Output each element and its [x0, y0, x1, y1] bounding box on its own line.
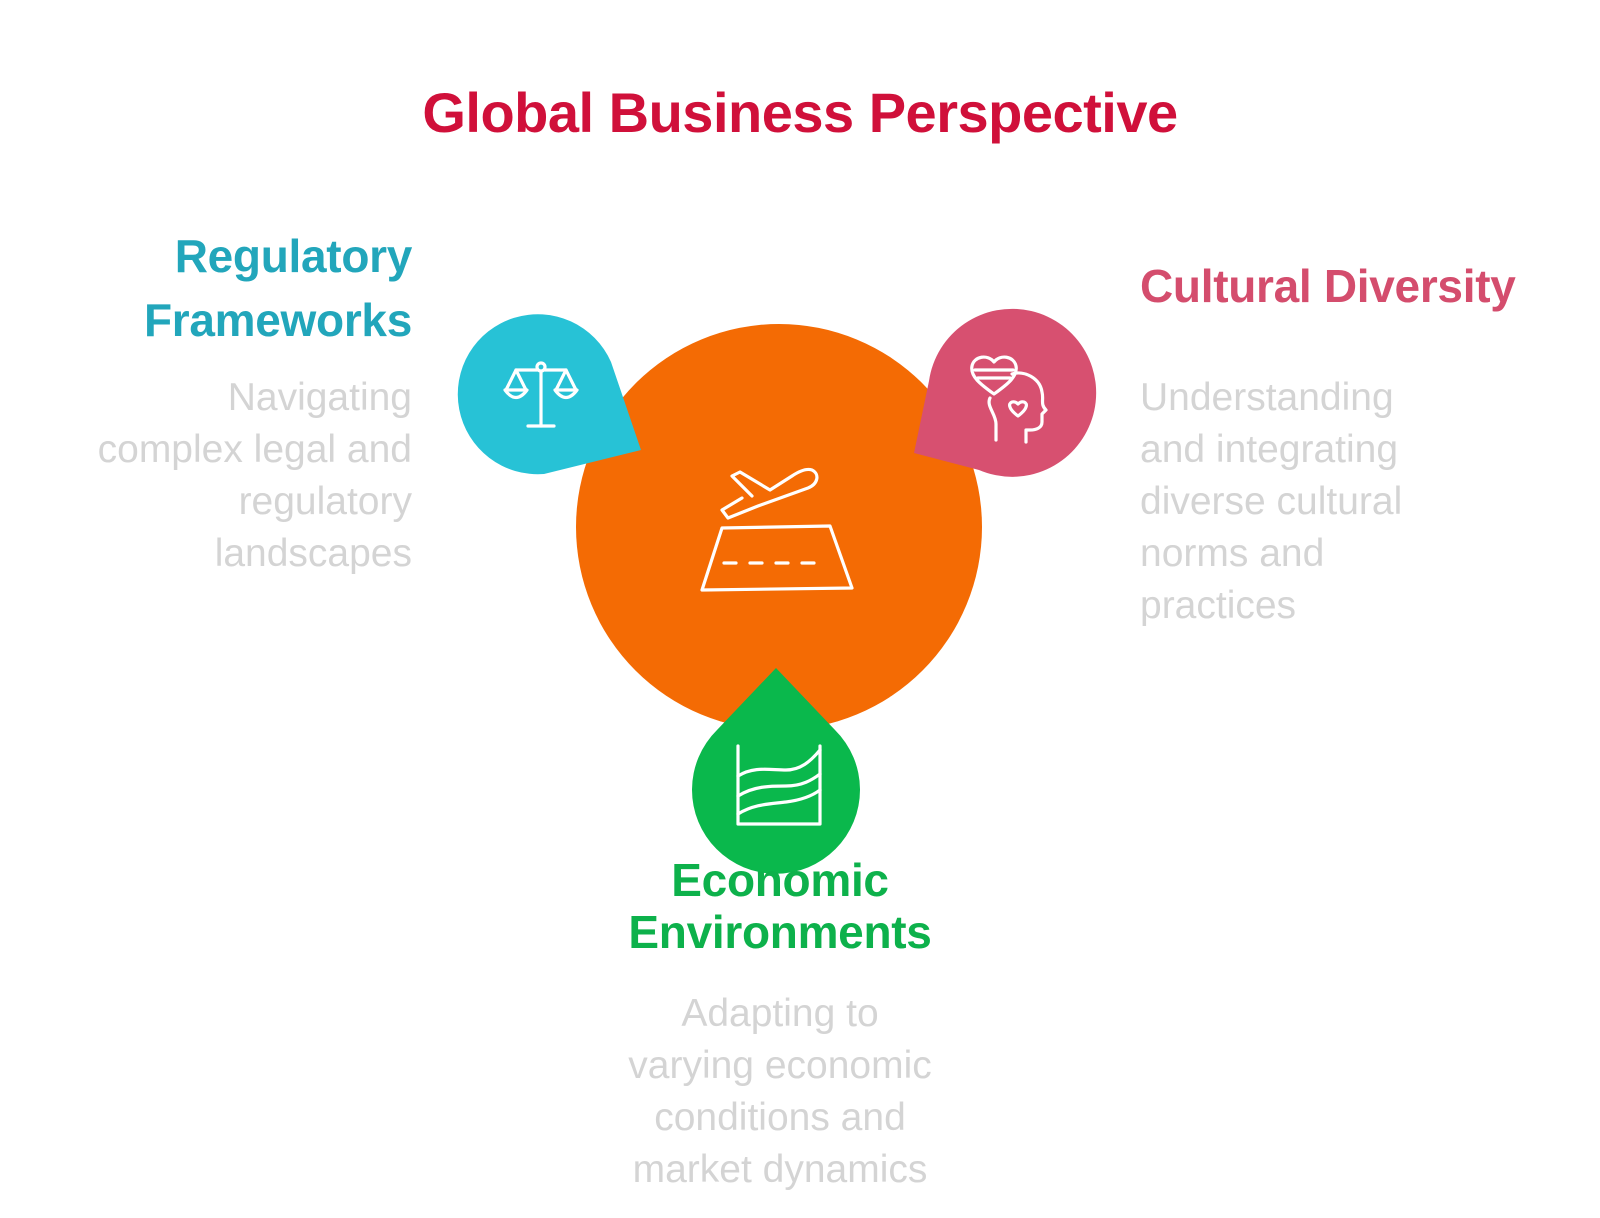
economic-description: Adapting to varying economic conditions …: [580, 988, 980, 1196]
cultural-heading-line: Cultural Diversity: [1140, 260, 1516, 312]
cultural-heading: Cultural Diversity: [1140, 254, 1580, 318]
description-line: market dynamics: [632, 1148, 928, 1191]
economic-heading-line: Economic: [671, 854, 889, 906]
area-chart-icon: [736, 744, 822, 826]
scales-of-justice-icon: [503, 361, 579, 428]
description-line: practices: [1140, 584, 1297, 627]
description-line: Navigating: [227, 376, 412, 419]
economic-heading: Economic Environments: [580, 854, 980, 958]
cultural-teardrop: [914, 308, 1097, 477]
regulatory-node: [457, 314, 641, 475]
regulatory-heading-line: Regulatory: [174, 230, 413, 282]
description-line: regulatory: [238, 480, 412, 523]
description-line: Understanding: [1140, 376, 1394, 419]
description-line: norms and: [1140, 532, 1325, 575]
description-line: conditions and: [654, 1096, 906, 1139]
cultural-node: [914, 308, 1097, 477]
description-line: landscapes: [214, 532, 412, 575]
regulatory-teardrop: [457, 314, 641, 475]
description-line: diverse cultural: [1140, 480, 1403, 523]
description-line: varying economic: [628, 1044, 932, 1087]
cultural-description: Understanding and integrating diverse cu…: [1140, 372, 1460, 632]
description-line: complex legal and: [97, 428, 412, 471]
regulatory-description: Navigating complex legal and regulatory …: [40, 372, 412, 580]
economic-node: [692, 668, 860, 874]
diagram-title: Global Business Perspective: [422, 81, 1178, 144]
economic-heading-line: Environments: [628, 906, 932, 958]
description-line: and integrating: [1140, 428, 1399, 471]
regulatory-heading: Regulatory Frameworks: [40, 224, 412, 352]
regulatory-heading-line: Frameworks: [143, 294, 412, 346]
heart-mind-icon: [970, 355, 1048, 444]
description-line: Adapting to: [681, 992, 879, 1035]
airplane-takeoff-runway-icon: [700, 467, 854, 592]
